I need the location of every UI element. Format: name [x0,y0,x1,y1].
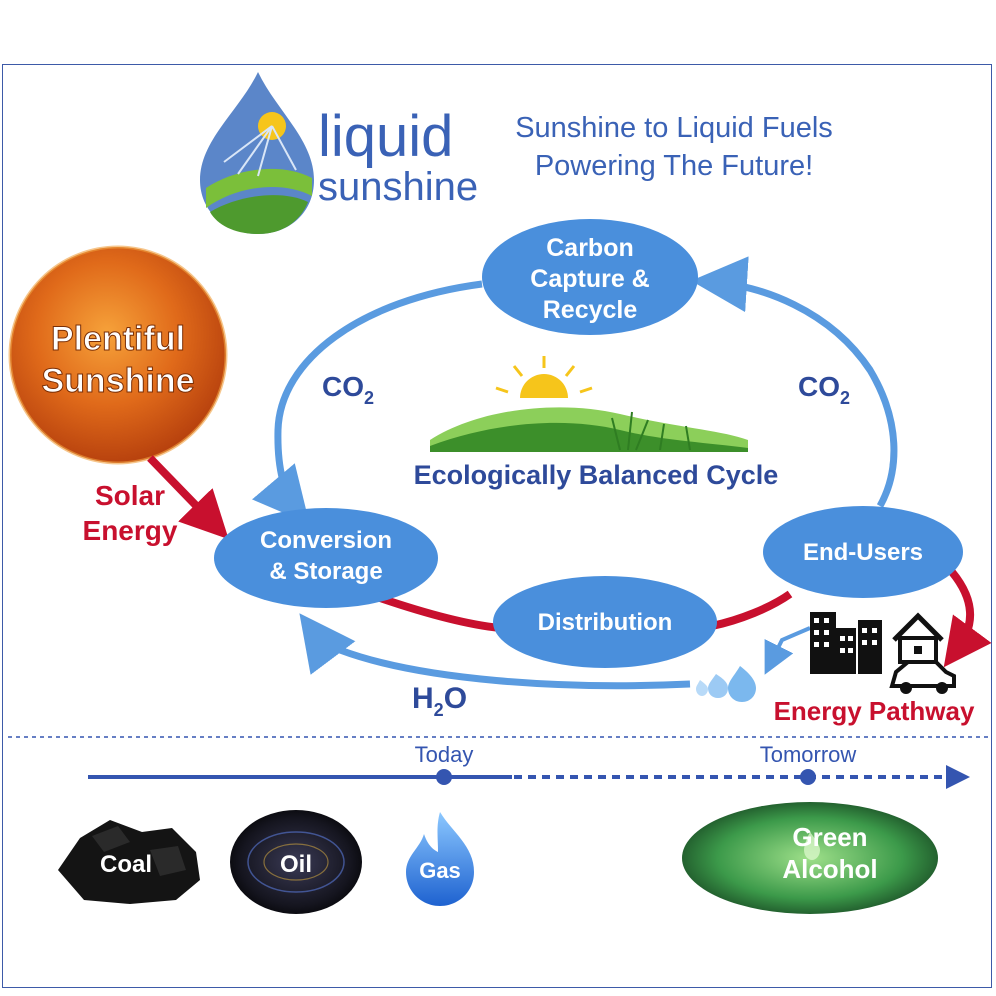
center-label: Ecologically Balanced Cycle [414,460,779,490]
gas-label: Gas [419,858,461,883]
oil-icon: Oil [230,810,362,914]
sun-label-line2: Sunshine [41,362,194,400]
h2o-return-arrow [299,613,691,690]
node-carbon-line3: Recycle [543,296,638,324]
node-carbon-capture: Carbon Capture & Recycle [482,219,698,335]
node-conversion-line1: Conversion [260,527,392,554]
coal-label: Coal [100,851,152,878]
node-distribution-label: Distribution [538,609,673,636]
timeline-today-label: Today [415,742,474,767]
logo-word-sunshine: sunshine [318,165,478,209]
timeline-tomorrow-label: Tomorrow [760,742,857,767]
solar-label-line1: Solar [95,480,165,511]
green-alcohol-line1: Green [792,822,867,852]
green-alcohol-line2: Alcohol [782,854,877,884]
tagline-line1: Sunshine to Liquid Fuels [515,112,833,144]
node-conversion-line2: & Storage [269,558,382,585]
node-distribution: Distribution [493,576,717,668]
node-end-users: End-Users [763,506,963,598]
energy-pathway-arrow [943,569,992,668]
green-alcohol-icon: Green Alcohol [682,802,938,914]
tagline-line2: Powering The Future! [535,150,813,182]
co2-left-arrow [252,280,483,525]
sun-label-line1: Plentiful [51,320,185,358]
house-icon [892,612,944,664]
water-droplets-icon [696,666,756,702]
plentiful-sunshine-sun: Plentiful Sunshine [8,245,228,465]
car-icon [889,660,956,694]
timeline-tomorrow-marker [800,769,816,785]
timeline-today-marker [436,769,452,785]
liquid-sunshine-logo: liquid sunshine [200,72,478,234]
node-conversion-storage: Conversion & Storage [214,508,438,608]
oil-label: Oil [280,851,312,878]
solar-energy-arrow [147,455,229,540]
energy-pathway-label: Energy Pathway [774,696,975,726]
coal-icon: Coal [58,820,200,904]
co2-right-label: CO2 [798,371,850,408]
node-end-users-label: End-Users [803,539,923,566]
city-buildings-icon [810,612,882,674]
logo-word-liquid: liquid [318,104,453,169]
co2-right-arrow [691,256,898,508]
co2-left-label: CO2 [322,371,374,408]
eco-landscape-icon [430,356,748,452]
node-carbon-line2: Capture & [530,265,649,293]
h2o-label: H2O [412,682,467,720]
solar-label-line2: Energy [83,515,178,546]
gas-flame-icon: Gas [406,812,474,906]
energy-path-red [378,594,501,632]
node-carbon-line1: Carbon [546,234,634,262]
